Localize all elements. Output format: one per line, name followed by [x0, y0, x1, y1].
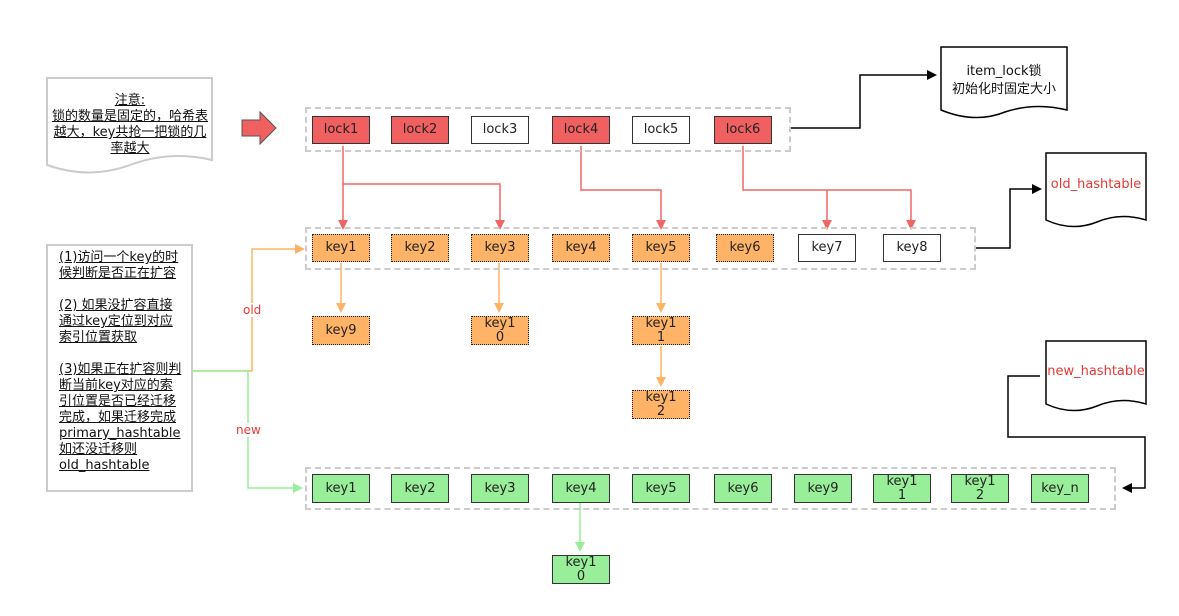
note2-line-10: 引位置是否已经迁移 — [59, 394, 177, 409]
edge-lock1-key3 — [343, 183, 505, 230]
old-hashtable-label: old_hashtable — [1050, 177, 1142, 192]
item-lock-line-1: item_lock锁 — [966, 64, 1042, 79]
old-key4-node: key4 — [552, 234, 610, 262]
lock-to-key-edges — [338, 146, 916, 230]
note2-line-1: (1)访问一个key的时 — [59, 250, 179, 265]
new-key12-node: key1 2 — [951, 474, 1009, 503]
edge-lock6-key8 — [827, 189, 916, 230]
old-key3-node: key3 — [471, 234, 529, 262]
new-key2-node: key2 — [391, 474, 449, 503]
note2-line-14: old_hashtable — [59, 458, 150, 473]
note2-line-8: (3)如果正在扩容则判 — [59, 362, 182, 377]
note2-line-2: 候判断是否正在扩容 — [59, 266, 177, 281]
old-key5-node: key5 — [632, 234, 690, 262]
new-key11-node: key1 1 — [873, 474, 931, 503]
old-key1-node: key1 — [312, 234, 370, 262]
edge-lock6-key7 — [742, 146, 832, 230]
note1-line-1: 注意: — [114, 93, 146, 108]
lock3-node: lock3 — [471, 116, 529, 144]
note2-line-6: 索引位置获取 — [59, 330, 138, 345]
item-lock-label: item_lock锁 初始化时固定大小 — [941, 63, 1067, 99]
new-key10-node: key1 0 — [552, 555, 610, 584]
edge-locks-item-lock — [790, 70, 937, 129]
lock5-node: lock5 — [632, 116, 690, 144]
new-hashtable-label: new_hashtable — [1047, 364, 1145, 379]
old-key8-node: key8 — [883, 234, 941, 262]
note1-line-2: 锁的数量是固定的，哈希表 — [51, 109, 208, 124]
new-hashtable-document-shape — [1045, 340, 1147, 412]
old-key12-node: key1 2 — [632, 390, 690, 419]
lock1-node: lock1 — [312, 116, 370, 144]
old-key10-node: key1 0 — [471, 316, 529, 345]
note2-line-5: 通过key定位到对应 — [59, 314, 173, 329]
old-key6-node: key6 — [716, 234, 774, 262]
new-key6-node: key6 — [714, 474, 772, 503]
note2-box — [46, 244, 193, 492]
note2-line-11: 完成，如果迁移完成 — [59, 410, 177, 425]
old-key7-node: key7 — [798, 234, 856, 262]
new-key-group — [305, 467, 1116, 510]
note1-line-4: 率越大 — [110, 141, 150, 156]
note2-line-9: 断当前key对应的索 — [59, 378, 173, 393]
old-key-group — [305, 227, 976, 270]
new-edges — [192, 370, 585, 552]
note2-line-13: 如还没迁移则 — [59, 442, 138, 457]
old-key11-node: key1 1 — [632, 316, 690, 345]
new-key9-node: key9 — [794, 474, 852, 503]
lock-group — [305, 107, 791, 152]
lock4-node: lock4 — [552, 116, 610, 144]
new-key3-node: key3 — [471, 474, 529, 503]
block-arrow-icon — [241, 110, 277, 146]
note1-line-3: 越大，key共抢一把锁的几 — [53, 125, 207, 140]
edge-keys-old-hashtable — [976, 184, 1042, 249]
new-keyn-node: key_n — [1031, 474, 1089, 503]
edge-label-new: new — [236, 423, 261, 437]
black-connectors — [790, 70, 1146, 493]
lock2-node: lock2 — [391, 116, 449, 144]
old-key9-node: key9 — [312, 316, 370, 345]
old-key2-node: key2 — [391, 234, 449, 262]
new-key1-node: key1 — [312, 474, 370, 503]
edge-label-old: old — [243, 303, 262, 317]
old-hashtable-document-shape — [1045, 152, 1147, 228]
note2: (1)访问一个key的时 候判断是否正在扩容 (2) 如果没扩容直接 通过key… — [59, 250, 189, 474]
note1-document-shape — [46, 77, 213, 174]
lock6-node: lock6 — [714, 116, 772, 144]
new-key4-node: key4 — [552, 474, 610, 503]
new-key5-node: key5 — [632, 474, 690, 503]
edge-lock4-key5 — [580, 146, 666, 230]
item-lock-document-shape — [940, 46, 1068, 119]
edge-new-hashtable-keys — [1007, 375, 1146, 493]
note2-line-4: (2) 如果没扩容直接 — [59, 298, 173, 313]
note2-line-12: primary_hashtable — [59, 426, 181, 441]
item-lock-line-2: 初始化时固定大小 — [951, 82, 1056, 97]
note1: 注意: 锁的数量是固定的，哈希表 越大，key共抢一把锁的几 率越大 — [50, 93, 210, 157]
